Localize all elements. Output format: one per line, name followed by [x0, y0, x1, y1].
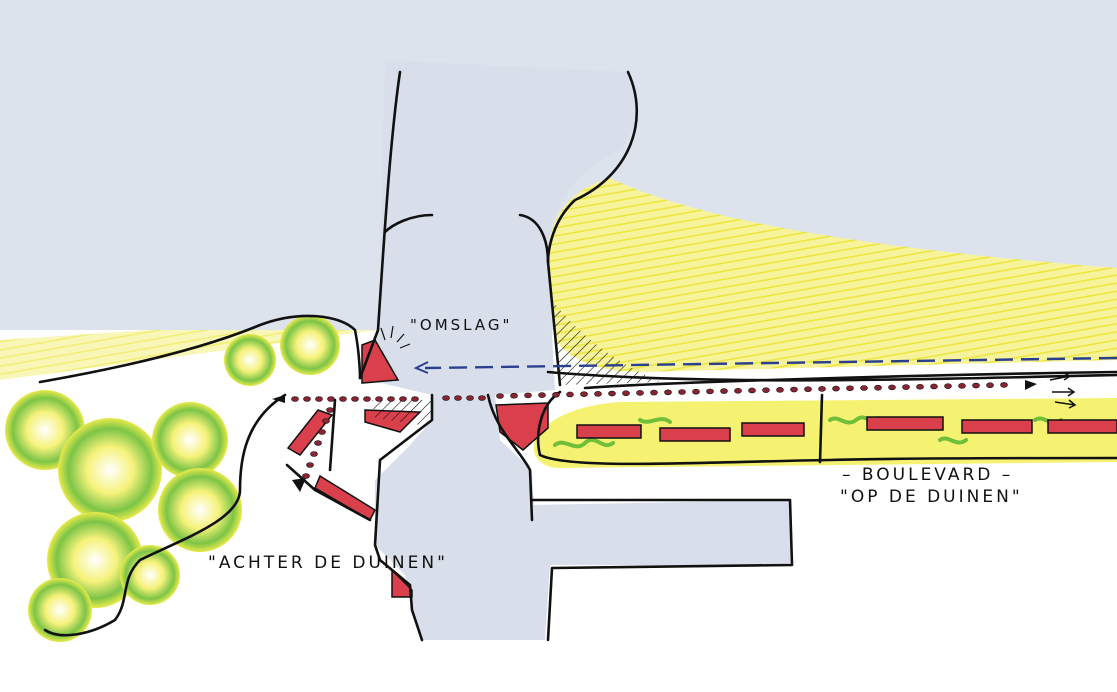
dune-west-strip [0, 232, 385, 380]
coastline-outlines [38, 70, 1117, 642]
route-dot [538, 392, 546, 398]
building-row-3 [741, 422, 805, 437]
route-arrow-east [1025, 380, 1037, 390]
route-dot [318, 429, 326, 435]
route-dot [303, 396, 311, 402]
route-dot [664, 389, 672, 396]
label-op-de-duinen: "OP DE DUINEN" [840, 487, 1023, 507]
dune-bushes-west [5, 315, 340, 642]
walking-route [291, 382, 1008, 479]
route-dot [326, 407, 334, 413]
route-dot [580, 391, 588, 397]
route-arrow-south [292, 478, 306, 492]
route-dot [375, 396, 383, 402]
route-dot [339, 396, 347, 402]
route-dot [302, 473, 310, 479]
route-dot [790, 386, 798, 393]
route-dot [399, 396, 407, 402]
sightline-arrowhead [413, 361, 429, 374]
buildings [286, 339, 1117, 598]
route-dot [776, 387, 784, 393]
route-dot [972, 382, 980, 389]
hatched-area-east [552, 300, 660, 385]
route-dot [291, 396, 299, 402]
route-dot [363, 396, 371, 402]
route-dot [902, 384, 910, 390]
route-dot [944, 383, 952, 389]
route-dot [804, 386, 812, 393]
route-dot [650, 389, 658, 396]
route-dot [832, 385, 840, 392]
route-dot [762, 387, 770, 393]
building-diagonal-a [286, 409, 334, 456]
route-arrows-end [1049, 372, 1077, 409]
route-dot [510, 392, 518, 399]
route-dot [818, 386, 826, 392]
sea-west [0, 0, 385, 330]
building-row-1 [576, 424, 642, 439]
route-dot [387, 396, 395, 402]
hatched-area-pier [372, 400, 432, 425]
route-dot [411, 396, 419, 402]
route-dot [478, 395, 486, 401]
route-dot [496, 393, 504, 399]
building-row-2 [659, 427, 731, 442]
building-row-4 [866, 416, 944, 431]
route-arrow-west [272, 395, 285, 403]
route-dot [958, 383, 966, 389]
route-dot [930, 383, 938, 390]
dune-northeast [548, 178, 1117, 372]
route-dot [706, 388, 714, 395]
route-dot [442, 395, 450, 401]
boulevard-strip [533, 398, 1117, 468]
route-dot [622, 390, 630, 397]
route-dot [748, 387, 756, 394]
route-dot [566, 391, 574, 398]
building-diagonal-b [314, 474, 376, 522]
route-dot [874, 384, 882, 391]
route-dot [860, 385, 868, 391]
label-boulevard: – BOULEVARD – [842, 465, 1013, 485]
harbour-channel [360, 60, 638, 640]
route-dot [351, 396, 359, 402]
route-dot [594, 391, 602, 397]
route-dot [986, 382, 994, 389]
route-dot [636, 390, 644, 396]
omslag-rays [380, 325, 411, 349]
label-achter-de-duinen: "ACHTER DE DUINEN" [208, 553, 448, 573]
route-dot [524, 392, 532, 399]
building-row-5 [961, 419, 1033, 434]
route-dot [306, 462, 314, 468]
route-dot [327, 396, 335, 402]
route-dot [552, 391, 560, 398]
harbour-basin [523, 470, 790, 640]
route-dot [720, 388, 728, 394]
route-dot [678, 389, 686, 395]
route-dot [888, 384, 896, 391]
route-dot [846, 385, 854, 392]
route-dot [734, 387, 742, 394]
route-dot [692, 388, 700, 395]
route-dot [608, 390, 616, 397]
building-row-6 [1047, 419, 1117, 434]
route-dot [454, 395, 462, 401]
route-dot [314, 440, 322, 446]
label-omslag: "OMSLAG" [410, 316, 512, 334]
sightline [424, 356, 1117, 370]
boulevard-greenery [553, 415, 1063, 449]
route-dot [1000, 382, 1008, 388]
route-dot [315, 396, 323, 402]
route-dot [466, 395, 474, 401]
route-dot [322, 418, 330, 424]
route-dot [916, 383, 924, 390]
route-dot [310, 451, 318, 457]
